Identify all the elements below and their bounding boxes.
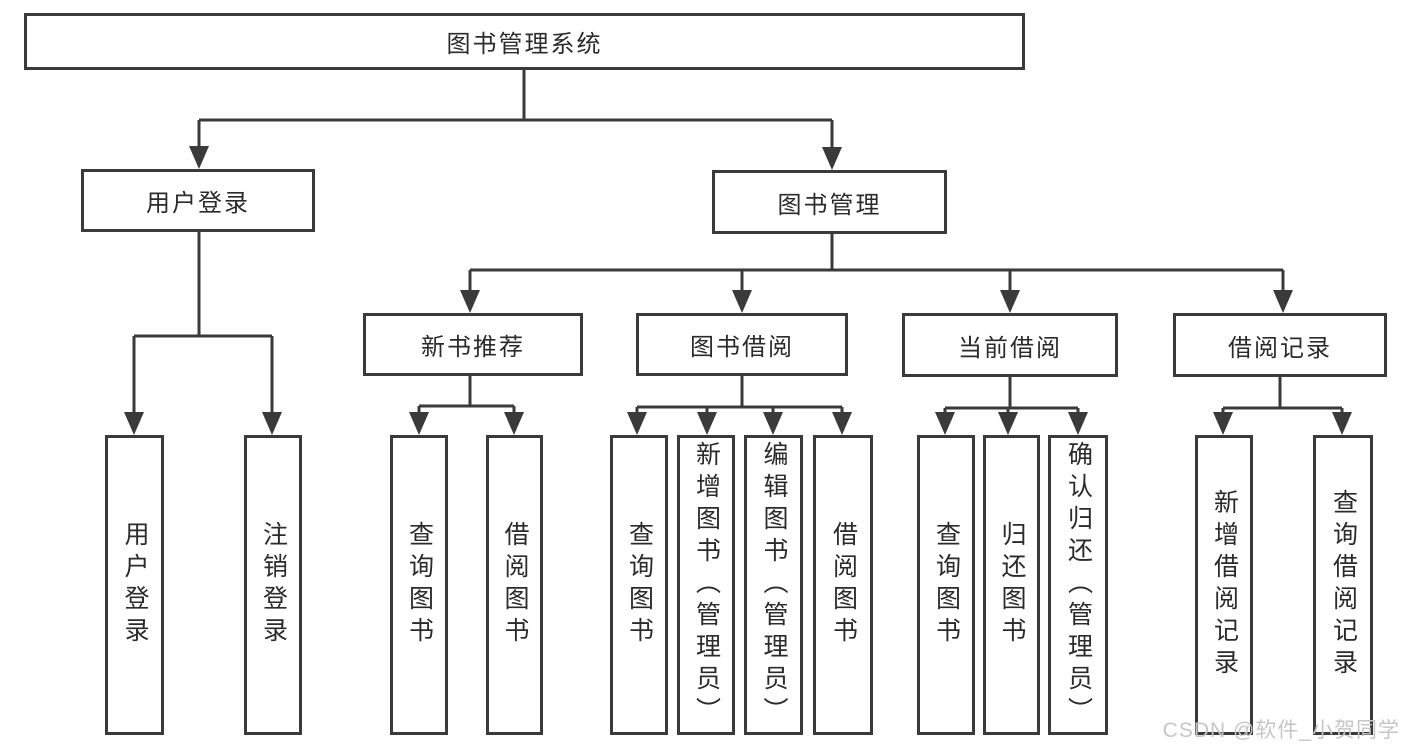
leaf-br-query-record: 查询借阅记录 [1313, 435, 1373, 735]
connector-current-borrow-to-leaves [943, 377, 1080, 415]
arrowhead-icon [627, 412, 647, 435]
csdn-watermark: CSDN @软件_小贺同学 [1162, 719, 1400, 742]
arrowhead-icon [409, 412, 429, 435]
node-current-borrow: 当前借阅 [902, 313, 1118, 377]
connector-borrow-record-to-leaves [1221, 377, 1344, 415]
arrowhead-icon [697, 412, 717, 435]
leaf-bb-query-books: 查询图书 [610, 435, 668, 735]
arrowhead-icon [124, 412, 144, 435]
leaf-bb-edit-books-admin: 编辑图书（管理员） [744, 435, 803, 735]
leaf-bb-borrow-books: 借阅图书 [813, 435, 873, 735]
leaf-logout: 注销登录 [244, 435, 302, 735]
arrowhead-icon [732, 290, 752, 313]
arrowhead-icon [1273, 290, 1293, 313]
arrowheads [124, 146, 1352, 435]
node-book-management: 图书管理 [712, 170, 947, 234]
arrowhead-icon [504, 412, 524, 435]
leaf-cb-confirm-return-admin: 确认归还（管理员） [1048, 435, 1108, 735]
arrowhead-icon [460, 290, 480, 313]
node-new-book-recommend: 新书推荐 [363, 313, 583, 376]
leaf-bb-add-books-admin: 新增图书（管理员） [677, 435, 735, 735]
connector-root-to-level2 [197, 70, 834, 151]
leaf-nb-borrow-books: 借阅图书 [486, 435, 543, 735]
node-root-system: 图书管理系统 [24, 13, 1025, 70]
arrowhead-icon [1213, 412, 1233, 435]
arrowhead-icon [262, 412, 282, 435]
leaf-cb-return-books: 归还图书 [983, 435, 1040, 735]
arrowhead-icon [189, 146, 209, 169]
arrowhead-icon [763, 412, 783, 435]
arrowhead-icon [1000, 290, 1020, 313]
leaf-nb-query-books: 查询图书 [390, 435, 448, 735]
connector-lines [132, 70, 1344, 415]
connector-user-login-to-leaves [132, 232, 274, 415]
arrowhead-icon [822, 147, 842, 170]
node-book-borrow: 图书借阅 [636, 313, 848, 376]
leaf-cb-query-books: 查询图书 [917, 435, 975, 735]
connector-book-borrow-to-leaves [635, 376, 844, 415]
connector-new-book-to-leaves [417, 376, 516, 415]
node-borrow-records: 借阅记录 [1173, 313, 1387, 377]
arrowhead-icon [1332, 412, 1352, 435]
leaf-br-add-record: 新增借阅记录 [1195, 435, 1253, 735]
arrowhead-icon [935, 412, 955, 435]
connector-book-mgmt-to-level3 [468, 234, 1285, 292]
arrowhead-icon [998, 412, 1018, 435]
leaf-user-login: 用户登录 [105, 435, 164, 735]
node-user-login: 用户登录 [81, 169, 315, 232]
arrowhead-icon [1068, 412, 1088, 435]
arrowhead-icon [832, 412, 852, 435]
